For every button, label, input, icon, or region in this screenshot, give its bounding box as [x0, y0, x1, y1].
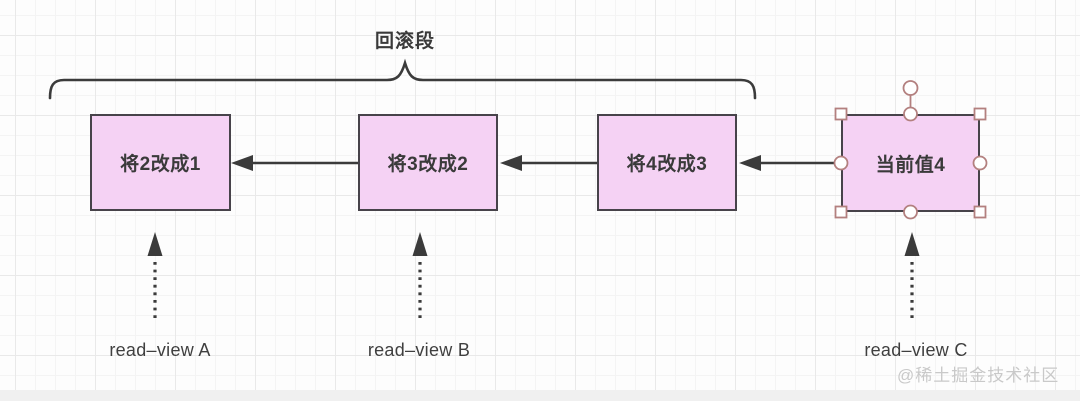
undo-log-box-2-label: 将3改成2: [387, 154, 469, 175]
current-value-box[interactable]: 当前值4: [841, 114, 980, 212]
read-view-c-arrow[interactable]: [904, 232, 920, 318]
undo-log-box-1[interactable]: 将2改成1: [90, 114, 231, 211]
read-view-a-arrow[interactable]: [147, 232, 163, 318]
arrowhead-left-3: [739, 155, 761, 171]
version-chain-arrow-2-to-1[interactable]: [231, 155, 358, 171]
rotate-handle[interactable]: [902, 80, 919, 96]
current-value-box-label: 当前值4: [875, 154, 946, 176]
arrowhead-up-b: [412, 232, 428, 256]
undo-log-box-3-label: 将4改成3: [626, 154, 708, 175]
read-view-a-label: read–view A: [109, 340, 211, 360]
canvas-bottom-edge: [0, 390, 1080, 401]
juejin-watermark: @稀土掘金技术社区: [897, 366, 1060, 385]
read-view-b-label: read–view B: [367, 340, 471, 360]
version-chain-arrow-current-to-3[interactable]: [739, 155, 841, 171]
version-chain-arrow-3-to-2[interactable]: [500, 155, 597, 171]
read-view-c-label: read–view C: [864, 340, 968, 360]
arrowhead-left-1: [231, 155, 253, 171]
undo-log-box-1-label: 将2改成1: [120, 154, 201, 175]
rollback-segment-label: 回滚段: [374, 31, 435, 52]
read-view-b-arrow[interactable]: [412, 232, 428, 318]
rollback-segment-brace[interactable]: [48, 58, 757, 100]
arrowhead-up-c: [904, 232, 920, 256]
arrowhead-up-a: [147, 232, 163, 256]
arrowhead-left-2: [500, 155, 522, 171]
undo-log-box-2[interactable]: 将3改成2: [358, 114, 498, 211]
undo-log-box-3[interactable]: 将4改成3: [597, 114, 737, 211]
